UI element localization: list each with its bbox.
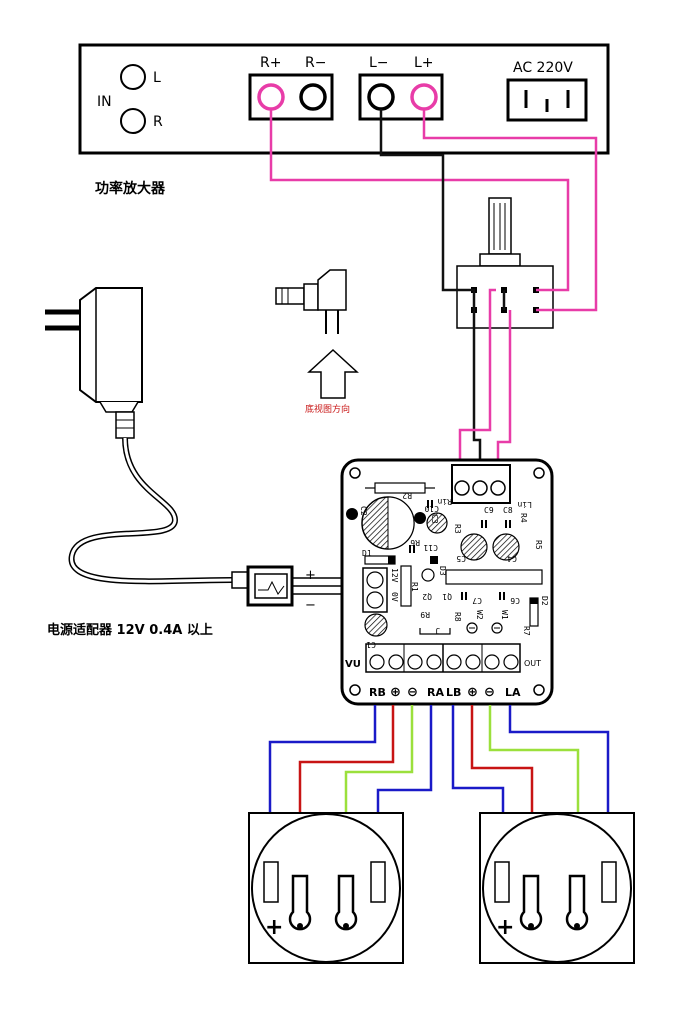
- input-l-jack: [120, 64, 146, 90]
- label-0v: 0V: [390, 592, 399, 602]
- label-d3: D3: [438, 566, 447, 576]
- dc-minus-label: −: [305, 598, 316, 613]
- amp-to-pot-wires: [269, 109, 598, 465]
- label-c4: C4: [507, 554, 517, 563]
- input-l-label: L: [153, 70, 161, 86]
- amplifier-board: [340, 458, 554, 706]
- label-r4: R4: [519, 513, 528, 523]
- label-12v: 12V: [390, 568, 399, 583]
- l-plus-terminal: [410, 83, 438, 111]
- label-r2: R2: [402, 491, 412, 500]
- input-r-jack: [120, 108, 146, 134]
- label-c11: C11: [423, 543, 438, 552]
- amplifier-panel: IN L R R+ R− L− L+ AC 220V: [78, 43, 610, 155]
- speaker-right-plus: +: [496, 915, 514, 940]
- r-plus-terminal: [257, 83, 285, 111]
- label-la: LA: [505, 686, 521, 699]
- vu-meter-left-channel: [479, 812, 635, 964]
- amplifier-caption: 功率放大器: [95, 180, 166, 197]
- label-l-plus-sym: ⊕: [467, 685, 478, 700]
- label-w2: W2: [475, 610, 484, 620]
- label-c9: C9: [484, 506, 494, 515]
- r-plus-label: R+: [260, 55, 281, 71]
- label-c5: C5: [456, 554, 466, 563]
- vu-meter-right-channel: [248, 812, 404, 964]
- bottom-view-label: 底视图方向: [305, 403, 350, 415]
- up-arrow-icon: [307, 348, 359, 399]
- label-c6: C6: [510, 596, 520, 605]
- label-r7: R7: [522, 626, 531, 636]
- label-l-minus-sym: ⊖: [484, 685, 495, 700]
- label-r8: R8: [453, 612, 462, 622]
- l-plus-label: L+: [414, 55, 434, 71]
- dc-plus-label: +: [305, 568, 316, 583]
- label-r9: R9: [420, 610, 430, 619]
- dc-jack: [246, 565, 344, 607]
- label-r-minus-sym: ⊖: [407, 685, 418, 700]
- label-rin: Rin: [437, 497, 452, 506]
- label-q2: Q2: [422, 592, 432, 601]
- r-minus-label: R−: [305, 55, 326, 71]
- label-q1: Q1: [442, 592, 452, 601]
- r-minus-terminal: [299, 83, 327, 111]
- label-r6: R6: [410, 538, 420, 547]
- label-c1: C1: [366, 640, 376, 649]
- label-c8: C8: [503, 506, 513, 515]
- label-w1: W1: [500, 610, 509, 620]
- board-silkscreen: R2 Rin Lin C2 C10 R3 C3 C9 C8 R4 R6 C11 …: [345, 491, 549, 700]
- label-r1: R1: [410, 582, 419, 592]
- pot-side-view-icon: [275, 269, 347, 334]
- label-lb: LB: [446, 686, 461, 699]
- ac-label: AC 220V: [513, 60, 573, 76]
- label-c7: C7: [472, 596, 482, 605]
- label-vu: VU: [345, 659, 361, 670]
- label-r-plus-sym: ⊕: [390, 685, 401, 700]
- label-j: J: [435, 626, 440, 635]
- in-label: IN: [97, 94, 112, 110]
- input-r-label: R: [153, 114, 163, 130]
- label-c2: C2: [359, 506, 368, 516]
- label-ra: RA: [427, 686, 444, 699]
- label-out: OUT: [524, 659, 541, 668]
- label-rb: RB: [369, 686, 386, 699]
- label-c10: C10: [424, 504, 439, 513]
- l-minus-label: L−: [369, 55, 389, 71]
- label-r3: R3: [453, 524, 462, 534]
- power-adapter: [45, 287, 277, 589]
- label-lin: Lin: [517, 500, 532, 509]
- label-d2: D2: [540, 596, 549, 606]
- l-minus-terminal: [367, 83, 395, 111]
- label-r5: R5: [534, 540, 543, 550]
- label-c3: C3: [430, 514, 439, 524]
- speaker-left-plus: +: [265, 915, 283, 940]
- adapter-label: 电源适配器 12V 0.4A 以上: [47, 622, 213, 638]
- label-d1: D1: [362, 549, 372, 558]
